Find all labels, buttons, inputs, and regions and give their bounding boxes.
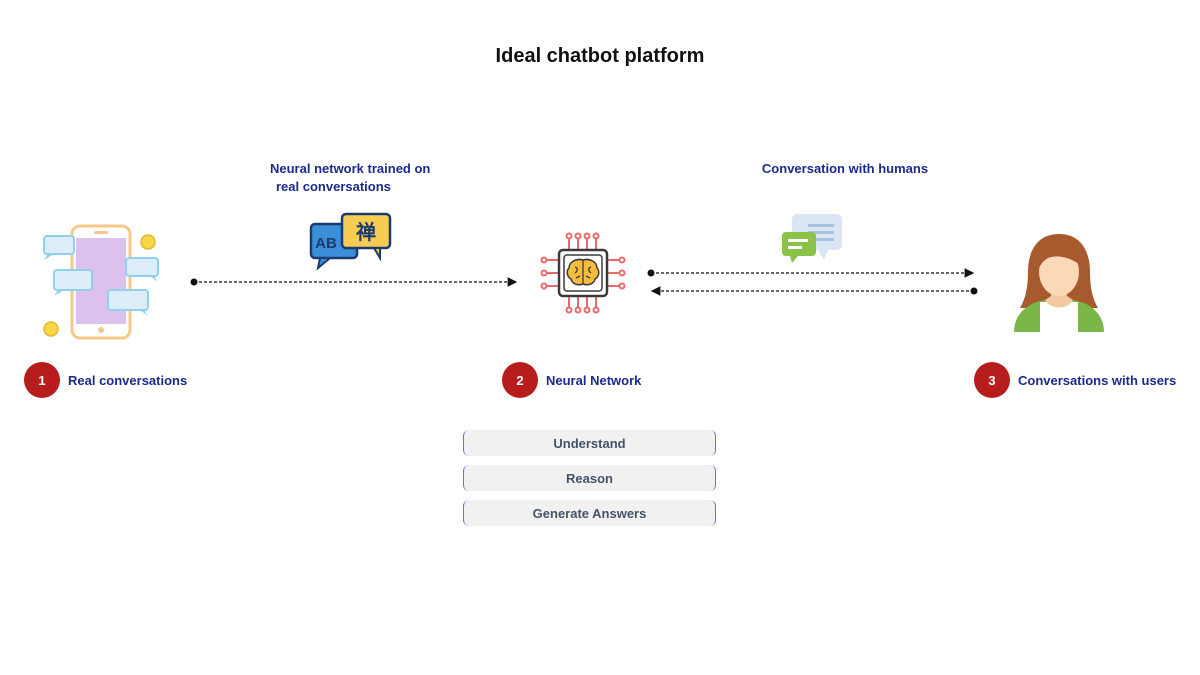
step-conversations-with-users: 3 Conversations with users (974, 362, 1176, 398)
brain-chip-icon (540, 232, 626, 314)
step-number-badge: 3 (974, 362, 1010, 398)
user-avatar-icon (1014, 234, 1104, 332)
step-number-badge: 1 (24, 362, 60, 398)
diagram-title: Ideal chatbot platform (495, 45, 705, 67)
function-generate-answers: Generate Answers (463, 500, 716, 526)
translation-icon: AB 禅 (309, 212, 392, 271)
caption-conversation: Conversation with humans (761, 161, 929, 176)
arrow-to-network (650, 286, 978, 296)
arrow-training (190, 277, 518, 287)
caption-training-line1: Neural network trained on (270, 161, 431, 176)
step-real-conversations: 1 Real conversations (24, 362, 187, 398)
step-label: Conversations with users (1018, 372, 1177, 388)
function-understand: Understand (463, 430, 716, 456)
step-number-badge: 2 (502, 362, 538, 398)
phone-chat-icon (43, 224, 159, 340)
function-reason: Reason (463, 465, 716, 491)
chat-bubbles-icon (782, 214, 842, 263)
arrow-to-user (647, 268, 975, 278)
caption-training: Neural network trained on real conversat… (270, 160, 470, 196)
step-label: Neural Network (546, 372, 642, 388)
step-neural-network: 2 Neural Network (502, 362, 641, 398)
caption-training-line2: real conversations (276, 179, 391, 194)
step-label: Real conversations (68, 372, 188, 388)
translation-left-text: AB (315, 235, 337, 252)
translation-right-text: 禅 (355, 220, 376, 244)
